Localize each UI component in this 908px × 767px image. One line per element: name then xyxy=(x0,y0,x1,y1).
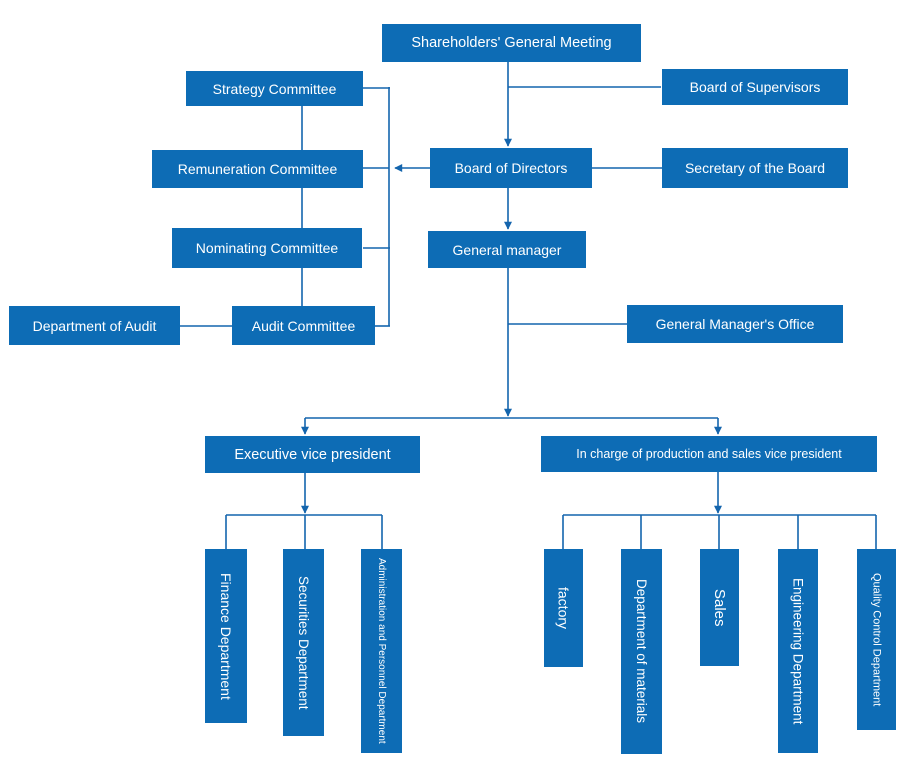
node-general-manager: General manager xyxy=(428,231,586,268)
node-securities-department: Securities Department xyxy=(283,549,324,736)
node-department-of-audit: Department of Audit xyxy=(9,306,180,345)
node-administration-personnel-department: Administration and Personnel Department xyxy=(361,549,402,753)
node-executive-vice-president: Executive vice president xyxy=(205,436,420,473)
node-general-managers-office: General Manager's Office xyxy=(627,305,843,343)
node-board-of-supervisors: Board of Supervisors xyxy=(662,69,848,105)
node-secretary-of-the-board: Secretary of the Board xyxy=(662,148,848,188)
node-board-of-directors: Board of Directors xyxy=(430,148,592,188)
node-department-of-materials: Department of materials xyxy=(621,549,662,754)
node-nominating-committee: Nominating Committee xyxy=(172,228,362,268)
node-engineering-department: Engineering Department xyxy=(778,549,818,753)
node-production-sales-vice-president: In charge of production and sales vice p… xyxy=(541,436,877,472)
node-factory: factory xyxy=(544,549,583,667)
node-strategy-committee: Strategy Committee xyxy=(186,71,363,106)
node-quality-control-department: Quality Control Department xyxy=(857,549,896,730)
node-shareholders-general-meeting: Shareholders' General Meeting xyxy=(382,24,641,62)
node-remuneration-committee: Remuneration Committee xyxy=(152,150,363,188)
node-sales: Sales xyxy=(700,549,739,666)
node-finance-department: Finance Department xyxy=(205,549,247,723)
node-audit-committee: Audit Committee xyxy=(232,306,375,345)
